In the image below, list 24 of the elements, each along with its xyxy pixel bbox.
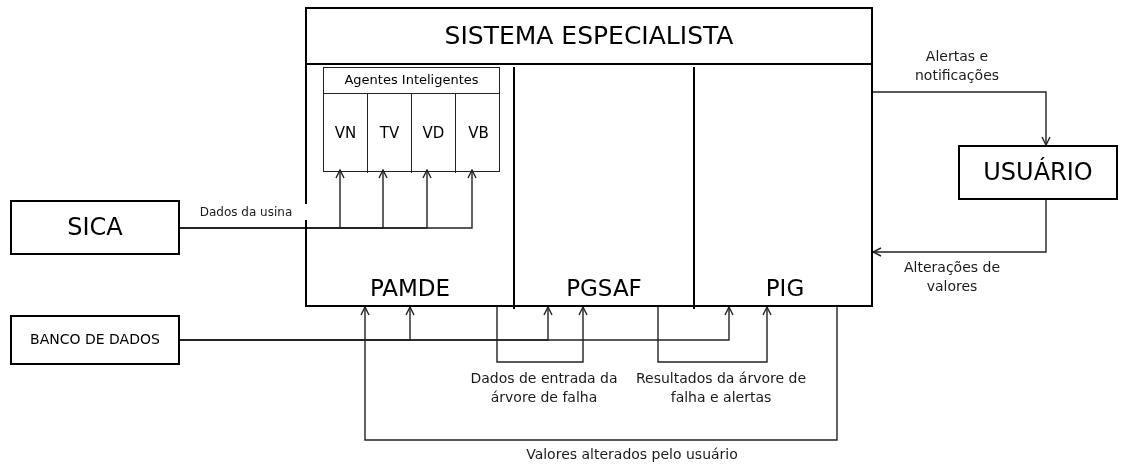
arrow (179, 306, 734, 341)
external-box (958, 145, 1118, 200)
box-label: BANCO DE DADOS (30, 332, 160, 348)
box-label: VN (334, 125, 357, 142)
arrow (872, 199, 1047, 257)
arrow (179, 169, 477, 229)
arrow (872, 91, 1051, 146)
box-label: VB (468, 125, 489, 142)
agents-group-box (323, 67, 500, 172)
arrow (657, 306, 772, 363)
box-label: Agentes Inteligentes (344, 73, 479, 88)
box-label: SICA (67, 214, 123, 241)
system-box (305, 7, 873, 307)
box-label: VD (422, 125, 445, 142)
arrow (496, 306, 588, 363)
arrow (360, 306, 838, 441)
box-label: PIG (765, 275, 805, 301)
box-label: PGSAF (566, 275, 642, 301)
box-label: SISTEMA ESPECIALISTA (444, 22, 734, 50)
external-box (10, 315, 180, 365)
external-box (10, 200, 180, 255)
box-label: USUÁRIO (983, 159, 1093, 186)
box-label: PAMDE (369, 275, 451, 301)
box-label: TV (379, 125, 400, 142)
